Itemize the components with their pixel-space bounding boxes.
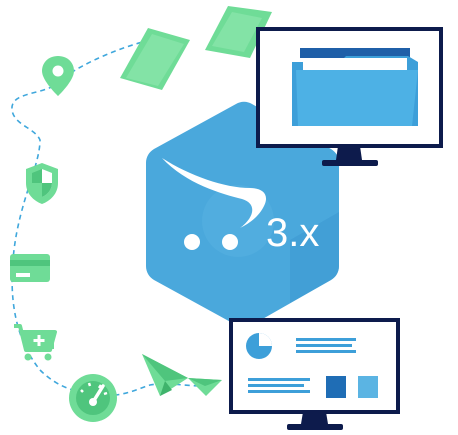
folder-monitor bbox=[256, 27, 443, 166]
dashboard-monitor bbox=[229, 318, 400, 430]
text-lines-top bbox=[296, 338, 356, 353]
cart-wheel-left bbox=[184, 234, 200, 250]
cart-swoosh bbox=[162, 158, 267, 228]
location-pin-icon bbox=[42, 56, 74, 96]
shield-icon bbox=[26, 163, 58, 204]
paper-bills-icon bbox=[120, 6, 272, 90]
text-lines-bottom bbox=[248, 378, 310, 393]
opencart-logo: 3.x bbox=[146, 101, 339, 328]
speedometer-icon bbox=[69, 374, 117, 422]
version-label: 3.x bbox=[266, 211, 319, 255]
tile-light bbox=[358, 376, 378, 398]
shopping-cart-add-icon bbox=[14, 324, 57, 361]
tile-dark bbox=[326, 376, 346, 398]
monitor-stand bbox=[336, 146, 362, 160]
folder-icon bbox=[292, 48, 418, 126]
cart-wheel-right bbox=[222, 234, 238, 250]
monitor-stand bbox=[301, 412, 328, 424]
credit-card-icon bbox=[10, 254, 50, 282]
paper-plane-icon bbox=[142, 354, 222, 396]
pie-chart-icon bbox=[246, 333, 272, 359]
dashed-path bbox=[11, 39, 206, 397]
